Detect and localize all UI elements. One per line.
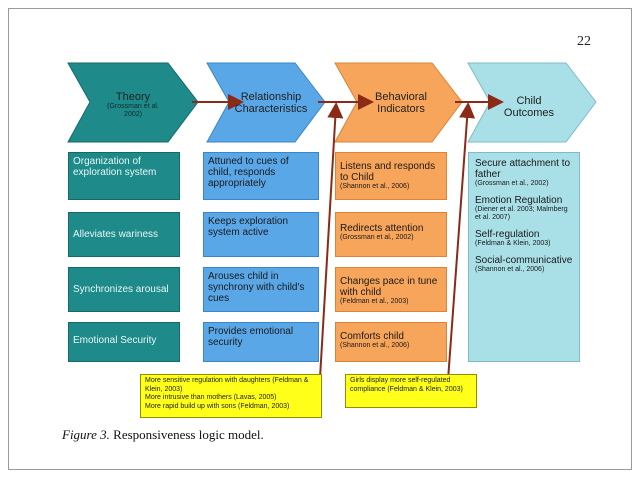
theory-row: Organization of exploration system — [68, 152, 180, 200]
outcome-item: Social-communicative (Shannon et al., 20… — [475, 255, 573, 273]
note-right: Girls display more self-regulated compli… — [345, 374, 477, 408]
relationship-row: Arouses child in synchrony with child's … — [203, 267, 319, 312]
theory-row: Alleviates wariness — [68, 212, 180, 257]
behavioral-row: Comforts child (Shannon et al., 2006) — [335, 322, 447, 362]
behavioral-row: Redirects attention (Grossman et al., 20… — [335, 212, 447, 257]
relationship-row: Keeps exploration system active — [203, 212, 319, 257]
relationship-header: Relationship Characteristics — [234, 91, 308, 115]
note-left: More sensitive regulation with daughters… — [140, 374, 322, 418]
arrow-right-note — [447, 102, 476, 381]
figure-caption: Figure 3. Responsiveness logic model. — [62, 427, 264, 443]
theory-chevron — [67, 62, 199, 143]
relationship-row: Attuned to cues of child, responds appro… — [203, 152, 319, 200]
caption-label: Figure 3. — [62, 427, 110, 442]
outcomes-header: Child Outcomes — [503, 95, 555, 119]
page-number: 22 — [577, 34, 591, 49]
outcome-item: Self-regulation (Feldman & Klein, 2003) — [475, 229, 551, 247]
outcome-item: Secure attachment to father (Grossman et… — [475, 158, 571, 187]
caption-text: Responsiveness logic model. — [113, 427, 264, 442]
relationship-row: Provides emotional security — [203, 322, 319, 362]
theory-header: Theory (Grossman et al. 2002) — [107, 91, 159, 118]
arrow-left-note — [319, 102, 344, 379]
behavioral-row: Changes pace in tune with child (Feldman… — [335, 267, 447, 312]
theory-row: Synchronizes arousal — [68, 267, 180, 312]
outcome-item: Emotion Regulation (Diener et al. 2003; … — [475, 195, 568, 221]
theory-row: Emotional Security — [68, 322, 180, 362]
behavioral-row: Listens and responds to Child (Shannon e… — [335, 152, 447, 200]
outcomes-box: Secure attachment to father (Grossman et… — [468, 152, 580, 362]
behavioral-header: Behavioral Indicators — [375, 91, 427, 115]
